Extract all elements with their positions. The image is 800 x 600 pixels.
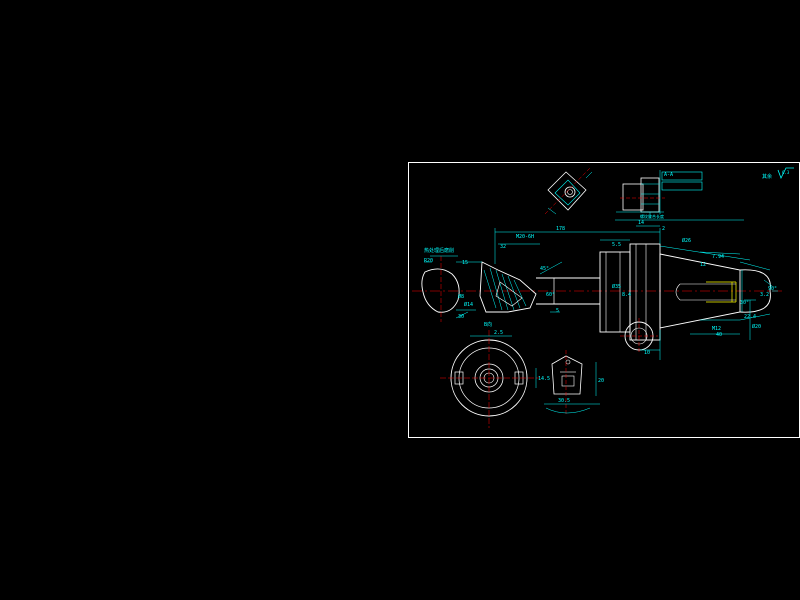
dim-30: 30: [458, 314, 464, 320]
dim-5: 5: [556, 308, 559, 314]
technical-note-text: 螺纹旋合长度: [640, 213, 664, 219]
dim-8-4: 8.4: [622, 292, 631, 298]
dim-45: 45°: [540, 266, 549, 272]
roughness-value-text: 6.3: [782, 170, 790, 175]
dim-ang90: 90°: [768, 286, 777, 292]
dim-5-5: 5.5: [612, 242, 621, 248]
callout-mid: M20-6H: [516, 234, 534, 240]
dim-d26: Ø26: [682, 237, 691, 244]
detail-view-bottom: 30.5 20: [544, 350, 604, 414]
dim-20: 20: [598, 378, 604, 384]
dim-12: 12: [700, 262, 706, 268]
dim-ang30: 30°: [740, 300, 749, 306]
dim-10: 10: [644, 350, 650, 356]
dim-40: 40: [716, 332, 722, 338]
dim-b-15: 15: [462, 260, 468, 266]
view-b-circular: B向 2.5 14.5: [440, 321, 550, 428]
roughness-note: 其余 6.3: [762, 167, 794, 180]
section-a-a: A-A: [616, 170, 703, 218]
dim-top-right: 2: [662, 226, 665, 232]
dim-r20: R20: [424, 258, 433, 264]
dim-m12: M12: [712, 326, 721, 332]
dim-d8: Ø8: [458, 293, 464, 300]
dim-22-4: 22.4: [744, 314, 756, 320]
callout-left: 热处理后磨削: [424, 247, 454, 254]
dim-3-2: 3.2: [760, 292, 769, 298]
dim-14-5: 14.5: [538, 376, 550, 382]
dim-2-5: 2.5: [494, 330, 503, 336]
dim-d35: Ø35: [612, 283, 621, 290]
dim-d14: Ø14: [464, 301, 473, 308]
dim-7-94: 7.94: [712, 254, 724, 260]
dim-30-5: 30.5: [558, 398, 570, 404]
dim-60: 60°: [546, 292, 555, 298]
dim-overall-length: 178: [556, 226, 565, 232]
dim-d20: Ø20: [752, 323, 761, 330]
dim-head-width: 14: [638, 220, 644, 226]
main-part-front-view: [412, 243, 782, 354]
main-dimensions: [424, 225, 778, 360]
technical-note: 螺纹旋合长度: [615, 213, 744, 221]
roughness-note-text: 其余: [762, 173, 772, 180]
dim-32: 32: [500, 244, 506, 250]
detail-view-top: [544, 167, 593, 215]
view-b-label: B向: [484, 321, 492, 328]
section-a-a-label: A-A: [664, 172, 673, 178]
dimension-labels: 178 2 14 5.5 32 M20-6H 15 热处理后磨削 R20 Ø8 …: [424, 220, 777, 356]
